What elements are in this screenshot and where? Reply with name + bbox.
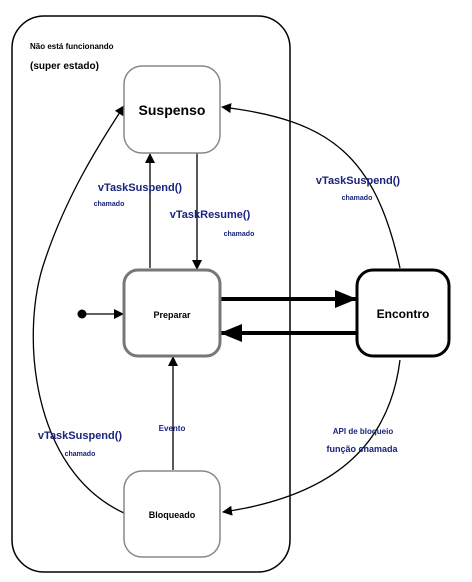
label-suspended-to-ready-func: vTaskResume() — [170, 209, 251, 221]
state-blocked: Bloqueado — [123, 470, 221, 558]
label-running-to-suspended-note: chamado — [342, 195, 373, 202]
superstate-sublabel: (super estado) — [30, 61, 99, 72]
label-running-to-suspended-func: vTaskSuspend() — [316, 175, 400, 187]
state-ready: Preparar — [122, 268, 222, 358]
state-suspended: Suspenso — [123, 65, 221, 154]
state-ready-label: Preparar — [153, 310, 191, 320]
state-running-label: Encontro — [377, 307, 430, 321]
state-running: Encontro — [355, 268, 451, 358]
edge-running-to-suspended — [221, 103, 401, 269]
state-blocked-label: Bloqueado — [149, 510, 196, 520]
superstate-container — [11, 15, 291, 573]
edge-blocked-to-suspended — [32, 105, 125, 514]
initial-state-dot — [77, 309, 87, 319]
edge-running-to-blocked — [222, 359, 401, 516]
label-ready-to-suspended-note: chamado — [94, 201, 125, 208]
state-suspended-label: Suspenso — [139, 102, 206, 118]
label-suspended-to-ready-note: chamado — [224, 231, 255, 238]
label-blocked-to-ready: Evento — [159, 424, 186, 433]
superstate-label: Não está funcionando — [30, 42, 114, 51]
label-running-to-blocked-line1: API de bloqueio — [333, 427, 394, 436]
label-running-to-blocked-line2: função chamada — [326, 444, 398, 454]
label-ready-to-suspended-func: vTaskSuspend() — [98, 182, 182, 194]
label-blocked-to-suspended-note: chamado — [65, 451, 96, 458]
label-blocked-to-suspended-func: vTaskSuspend() — [38, 430, 122, 442]
